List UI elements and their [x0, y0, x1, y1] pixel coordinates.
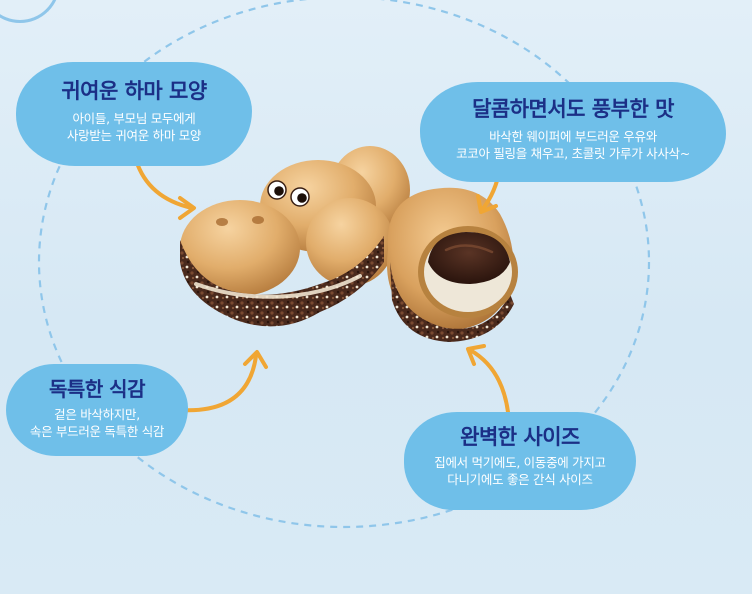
callout-desc-line: 아이들, 부모님 모두에게: [72, 111, 196, 126]
callout-desc-line: 다니기에도 좋은 간식 사이즈: [447, 472, 593, 487]
callout-desc-line: 집에서 먹기에도, 이동중에 가지고: [434, 455, 606, 470]
callout-description: 바삭한 웨이퍼에 부드러운 우유와 코코아 필링을 채우고, 초콜릿 가루가 사…: [420, 128, 726, 162]
curved-arrow-icon: [134, 158, 196, 220]
curved-arrow-icon: [466, 344, 510, 414]
callout-title: 독특한 식감: [49, 377, 145, 401]
dashed-circle: [37, 0, 651, 529]
callout-desc-line: 사랑받는 귀여운 하마 모양: [66, 128, 202, 143]
callout-description: 아이들, 부모님 모두에게 사랑받는 귀여운 하마 모양: [16, 110, 252, 144]
callout-description: 집에서 먹기에도, 이동중에 가지고 다니기에도 좋은 간식 사이즈: [404, 454, 636, 488]
callout-cute-hippo-shape: 귀여운 하마 모양 아이들, 부모님 모두에게 사랑받는 귀여운 하마 모양: [16, 62, 252, 166]
callout-perfect-size: 완벽한 사이즈 집에서 먹기에도, 이동중에 가지고 다니기에도 좋은 간식 사…: [404, 412, 636, 510]
callout-unique-texture: 독특한 식감 겉은 바삭하지만, 속은 부드러운 독특한 식감: [6, 364, 188, 456]
callout-title: 달콤하면서도 풍부한 맛: [472, 97, 674, 121]
callout-title: 완벽한 사이즈: [460, 425, 580, 449]
callout-description: 겉은 바삭하지만, 속은 부드러운 독특한 식감: [6, 406, 188, 440]
hippo-snack-image: [180, 146, 410, 327]
curved-arrow-icon: [178, 350, 268, 413]
callout-title: 귀여운 하마 모양: [61, 79, 207, 103]
callout-desc-line: 코코아 필링을 채우고, 초콜릿 가루가 사사삭~: [456, 146, 690, 161]
callout-sweet-rich-taste: 달콤하면서도 풍부한 맛 바삭한 웨이퍼에 부드러운 우유와 코코아 필링을 채…: [420, 82, 726, 182]
callout-desc-line: 속은 부드러운 독특한 식감: [29, 424, 165, 439]
callout-desc-line: 겉은 바삭하지만,: [54, 407, 140, 422]
filled-snack-image: [387, 187, 518, 342]
callout-desc-line: 바삭한 웨이퍼에 부드러운 우유와: [489, 129, 657, 144]
